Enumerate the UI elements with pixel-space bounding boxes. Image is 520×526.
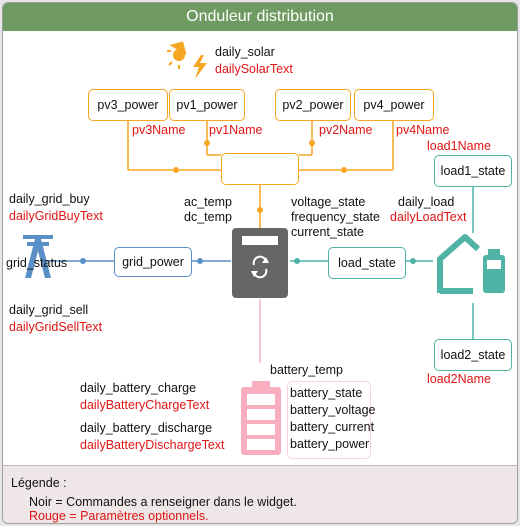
battery-current-label: battery_current	[290, 420, 375, 434]
legend-panel: Légende : Noir = Commandes a renseigner …	[3, 465, 517, 523]
daily-solar-label: daily_solar	[215, 45, 275, 59]
daily-load-text: dailyLoadText	[390, 210, 467, 224]
load2-state-box: load2_state	[434, 339, 512, 371]
current-state-label: current_state	[291, 225, 364, 239]
load1-state-box: load1_state	[434, 155, 512, 187]
flow-lines	[47, 121, 474, 363]
legend-black-note: Noir = Commandes a renseigner dans le wi…	[29, 495, 297, 509]
load-state-box: load_state	[328, 247, 406, 279]
daily-grid-sell-text: dailyGridSellText	[9, 320, 103, 334]
pv2-name: pv2Name	[319, 123, 373, 137]
legend-heading: Légende :	[11, 476, 67, 490]
widget-title: Onduleur distribution	[3, 3, 517, 31]
pv4-power-box: pv4_power	[354, 89, 434, 121]
pv-combiner-box	[221, 153, 299, 185]
legend-red-note: Rouge = Paramètres optionnels.	[29, 509, 209, 523]
daily-grid-buy-text: dailyGridBuyText	[9, 209, 103, 223]
battery-values-box	[287, 381, 371, 459]
daily-load-label: daily_load	[398, 195, 455, 209]
load1-name: load1Name	[427, 139, 491, 153]
daily-battery-discharge-text: dailyBatteryDischargeText	[80, 438, 225, 452]
voltage-state-label: voltage_state	[291, 195, 366, 209]
daily-battery-discharge-label: daily_battery_discharge	[80, 421, 213, 435]
frequency-state-label: frequency_state	[291, 210, 380, 224]
grid-power-box: grid_power	[114, 247, 192, 277]
dc-temp-label: dc_temp	[184, 210, 232, 224]
pv3-power-box: pv3_power	[88, 89, 168, 121]
pv1-name: pv1Name	[209, 123, 263, 137]
battery-power-label: battery_power	[290, 437, 370, 451]
pv3-name: pv3Name	[132, 123, 186, 137]
battery-voltage-label: battery_voltage	[290, 403, 376, 417]
load2-name: load2Name	[427, 372, 491, 386]
daily-grid-sell-label: daily_grid_sell	[9, 303, 89, 317]
pv1-power-box: pv1_power	[169, 89, 245, 121]
battery-state-label: battery_state	[290, 386, 363, 400]
battery-temp-label: battery_temp	[270, 363, 343, 377]
pv2-power-box: pv2_power	[275, 89, 351, 121]
daily-solar-text: dailySolarText	[215, 62, 293, 76]
daily-battery-charge-label: daily_battery_charge	[80, 381, 197, 395]
daily-battery-charge-text: dailyBatteryChargeText	[80, 398, 210, 412]
daily-grid-buy-label: daily_grid_buy	[9, 192, 90, 206]
ac-temp-label: ac_temp	[184, 195, 232, 209]
pv4-name: pv4Name	[396, 123, 450, 137]
grid-status-label: grid_status	[6, 256, 68, 270]
